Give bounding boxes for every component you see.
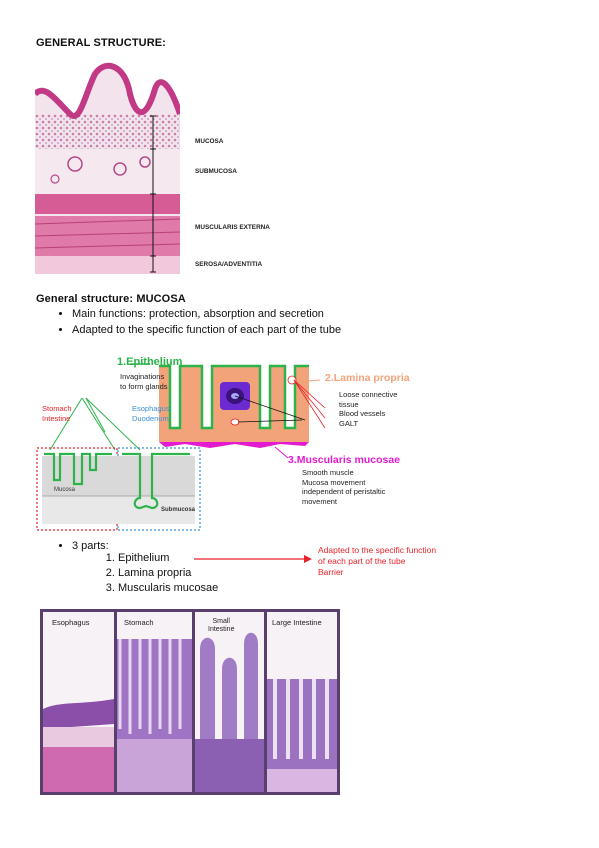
histology-image-gi-wall: [32, 54, 183, 274]
label-serosa-adventitia: SEROSA/ADVENTITIA: [195, 261, 263, 268]
item-line: tissue: [339, 399, 359, 409]
label-line: Duodenum: [132, 413, 169, 423]
item-line: Loose connective: [339, 390, 398, 399]
mucosa-diagram-svg: [36, 363, 326, 531]
label-mucosa: MUCOSA: [195, 138, 224, 145]
part-item: Epithelium: [118, 551, 218, 566]
label-esophagus: Esophagus: [52, 618, 90, 627]
bullet-item: Main functions: protection, absorption a…: [72, 306, 492, 322]
section-heading-mucosa: General structure: MUCOSA: [36, 293, 186, 305]
mucosa-diagram: 1.Epithelium Invaginations to form gland…: [30, 350, 530, 545]
note-line: Adapted to the specific function: [318, 545, 437, 555]
desc-line: independent of peristaltic: [302, 487, 386, 496]
bullet-list-three-parts: 3 parts:: [38, 538, 109, 554]
stomach-intestine-label: Stomach Intestine: [42, 404, 72, 423]
label-large-intestine: Large Intestine: [272, 618, 322, 627]
label-line: Intestine: [208, 626, 235, 633]
muscularis-mucosae-desc: Smooth muscle Mucosa movement independen…: [302, 468, 385, 506]
label-small-intestine: Small Intestine: [208, 618, 234, 634]
desc-line: Smooth muscle: [302, 468, 354, 477]
part-item: Lamina propria: [118, 566, 218, 581]
label-line: Esophagus: [132, 404, 170, 413]
epithelium-title: 1.Epithelium: [117, 356, 183, 368]
desc-line: movement: [302, 496, 338, 506]
note-line: Barrier: [318, 567, 344, 577]
note-line: of each part of the tube: [318, 556, 406, 566]
histology-comparison-svg: [43, 612, 337, 792]
item-line: GALT: [339, 418, 359, 428]
item-line: Blood vessels: [339, 409, 386, 418]
histology-comparison-panel: Esophagus Stomach Small Intestine Large …: [40, 609, 340, 795]
epithelium-desc: Invaginations to form glands: [120, 372, 168, 391]
label-muscularis-externa: MUSCULARIS EXTERNA: [195, 224, 270, 231]
three-parts-list: Epithelium Lamina propria Muscularis muc…: [92, 551, 218, 596]
bullet-list-functions: Main functions: protection, absorption a…: [38, 306, 492, 338]
label-line: Intestine: [42, 413, 71, 423]
adapted-note: Adapted to the specific function of each…: [318, 545, 436, 578]
desc-line: Mucosa movement: [302, 477, 366, 487]
label-stomach: Stomach: [124, 618, 154, 627]
submucosa-label: Submucosa: [161, 507, 196, 513]
lamina-propria-items: Loose connective tissue Blood vessels GA…: [339, 390, 397, 428]
muscularis-mucosae-title: 3.Muscularis mucosae: [288, 454, 401, 466]
bullet-item: Adapted to the specific function of each…: [72, 322, 492, 338]
part-item: Muscularis mucosae: [118, 581, 218, 596]
histology-illustration: [32, 54, 183, 274]
desc-line: to form glands: [120, 381, 168, 391]
label-line: Small: [212, 618, 230, 625]
section-heading-general-structure: GENERAL STRUCTURE:: [36, 37, 166, 49]
label-submucosa: SUBMUCOSA: [195, 168, 237, 175]
esophagus-duodenum-label: Esophagus Duodenum: [132, 404, 170, 423]
arrow-icon: [194, 555, 312, 563]
label-line: Stomach: [42, 404, 72, 413]
bullet-item: 3 parts:: [72, 538, 109, 554]
desc-line: Invaginations: [120, 372, 165, 381]
mucosa-label: Mucosa: [54, 487, 76, 493]
lamina-propria-title: 2.Lamina propria: [325, 372, 410, 384]
